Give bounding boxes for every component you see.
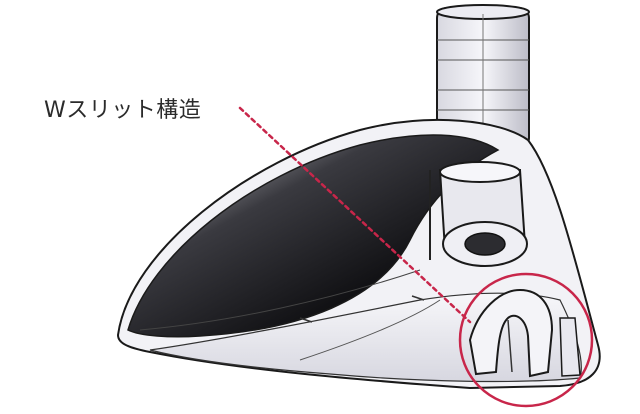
callout-label: Wスリット構造: [44, 98, 202, 123]
callout-leader-line: [238, 106, 472, 324]
w-slit-structure: [468, 288, 581, 378]
internal-sleeve: [429, 161, 528, 267]
club-head-shell: [116, 119, 601, 390]
highlight-circle: [458, 272, 594, 408]
hosel: [436, 4, 530, 149]
